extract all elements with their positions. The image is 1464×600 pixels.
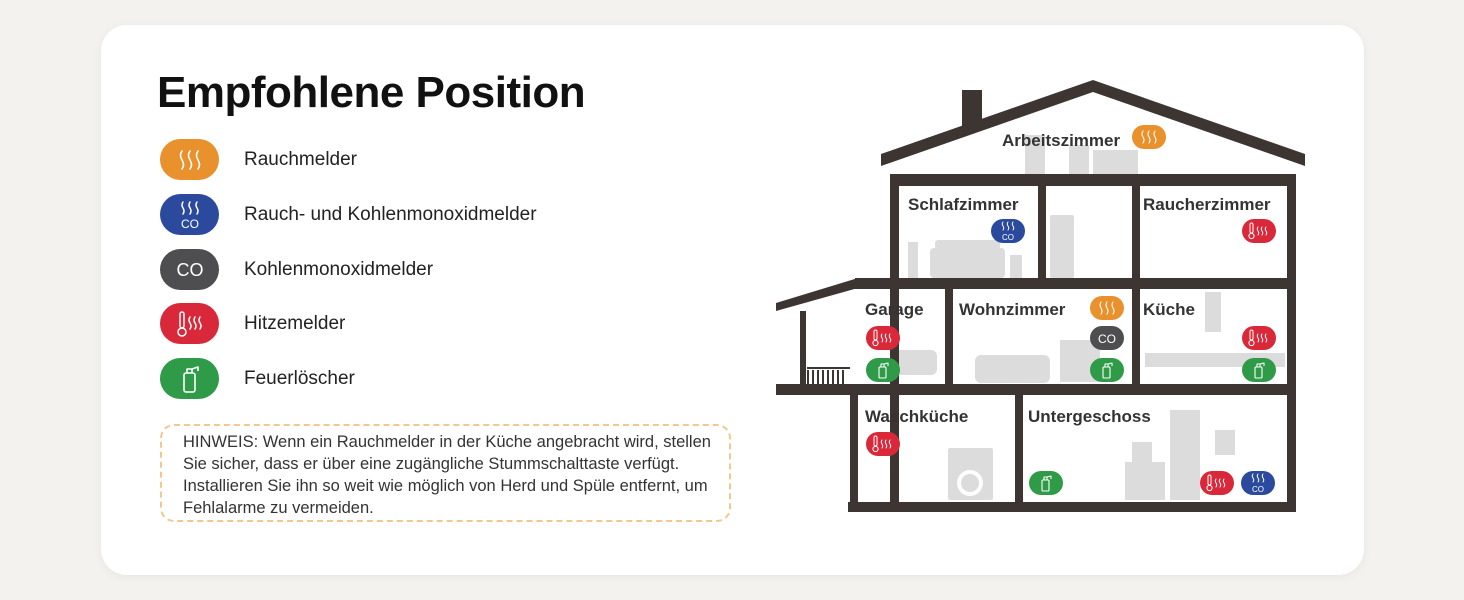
room-label-garage: Garage (865, 300, 924, 319)
smoke-co-icon (990, 218, 1026, 244)
legend-item-extinguisher: Feuerlöscher (160, 358, 720, 399)
room-label-wohnzimmer: Wohnzimmer (959, 300, 1066, 319)
co-icon (1090, 326, 1124, 350)
legend-item-co: CO Kohlenmonoxidmelder (160, 249, 720, 290)
co-icon: CO (160, 249, 219, 290)
legend-label-co: Kohlenmonoxidmelder (244, 259, 434, 280)
smoke-co-icon: CO (160, 194, 219, 235)
washer-drum (961, 474, 979, 492)
room-label-schlafzimmer: Schlafzimmer (908, 195, 1019, 214)
extinguisher-icon (1241, 357, 1277, 383)
legend-label-smoke: Rauchmelder (244, 149, 357, 170)
legend-item-smoke: Rauchmelder (160, 139, 720, 180)
legend-label-extinguisher: Feuerlöscher (244, 368, 355, 389)
heat-icon (1241, 218, 1277, 244)
legend-label-smoke-co: Rauch- und Kohlenmonoxidmelder (244, 204, 537, 225)
legend-label-heat: Hitzemelder (244, 313, 346, 334)
room-label-raucherzimmer: Raucherzimmer (1143, 195, 1271, 214)
heat-icon (1241, 325, 1277, 351)
heat-icon (865, 325, 901, 351)
heat-icon (865, 431, 901, 457)
room-label-untergeschoss: Untergeschoss (1028, 407, 1151, 426)
heat-icon (160, 303, 219, 344)
extinguisher-icon (1089, 357, 1125, 383)
page-title: Empfohlene Position (157, 68, 586, 117)
legend-item-heat: Hitzemelder (160, 303, 720, 344)
extinguisher-icon (160, 358, 219, 399)
svg-text:CO: CO (176, 260, 203, 280)
smoke-icon (1131, 124, 1167, 150)
heat-icon (1199, 470, 1235, 496)
room-label-arbeitszimmer: Arbeitszimmer (1002, 131, 1120, 150)
smoke-icon (160, 139, 219, 180)
room-label-kueche: Küche (1143, 300, 1195, 319)
house-illustration: CO CO (776, 80, 1305, 512)
extinguisher-icon (865, 357, 901, 383)
hint-note: HINWEIS: Wenn ein Rauchmelder in der Küc… (160, 424, 731, 522)
legend-item-smoke-co: CO Rauch- und Kohlenmonoxidmelder (160, 194, 720, 235)
smoke-icon (1089, 295, 1125, 321)
house-structure (776, 80, 1305, 512)
extinguisher-icon (1028, 470, 1064, 496)
smoke-co-icon (1240, 470, 1276, 496)
room-label-waschkueche: Waschküche (865, 407, 968, 426)
svg-text:CO: CO (181, 217, 199, 230)
